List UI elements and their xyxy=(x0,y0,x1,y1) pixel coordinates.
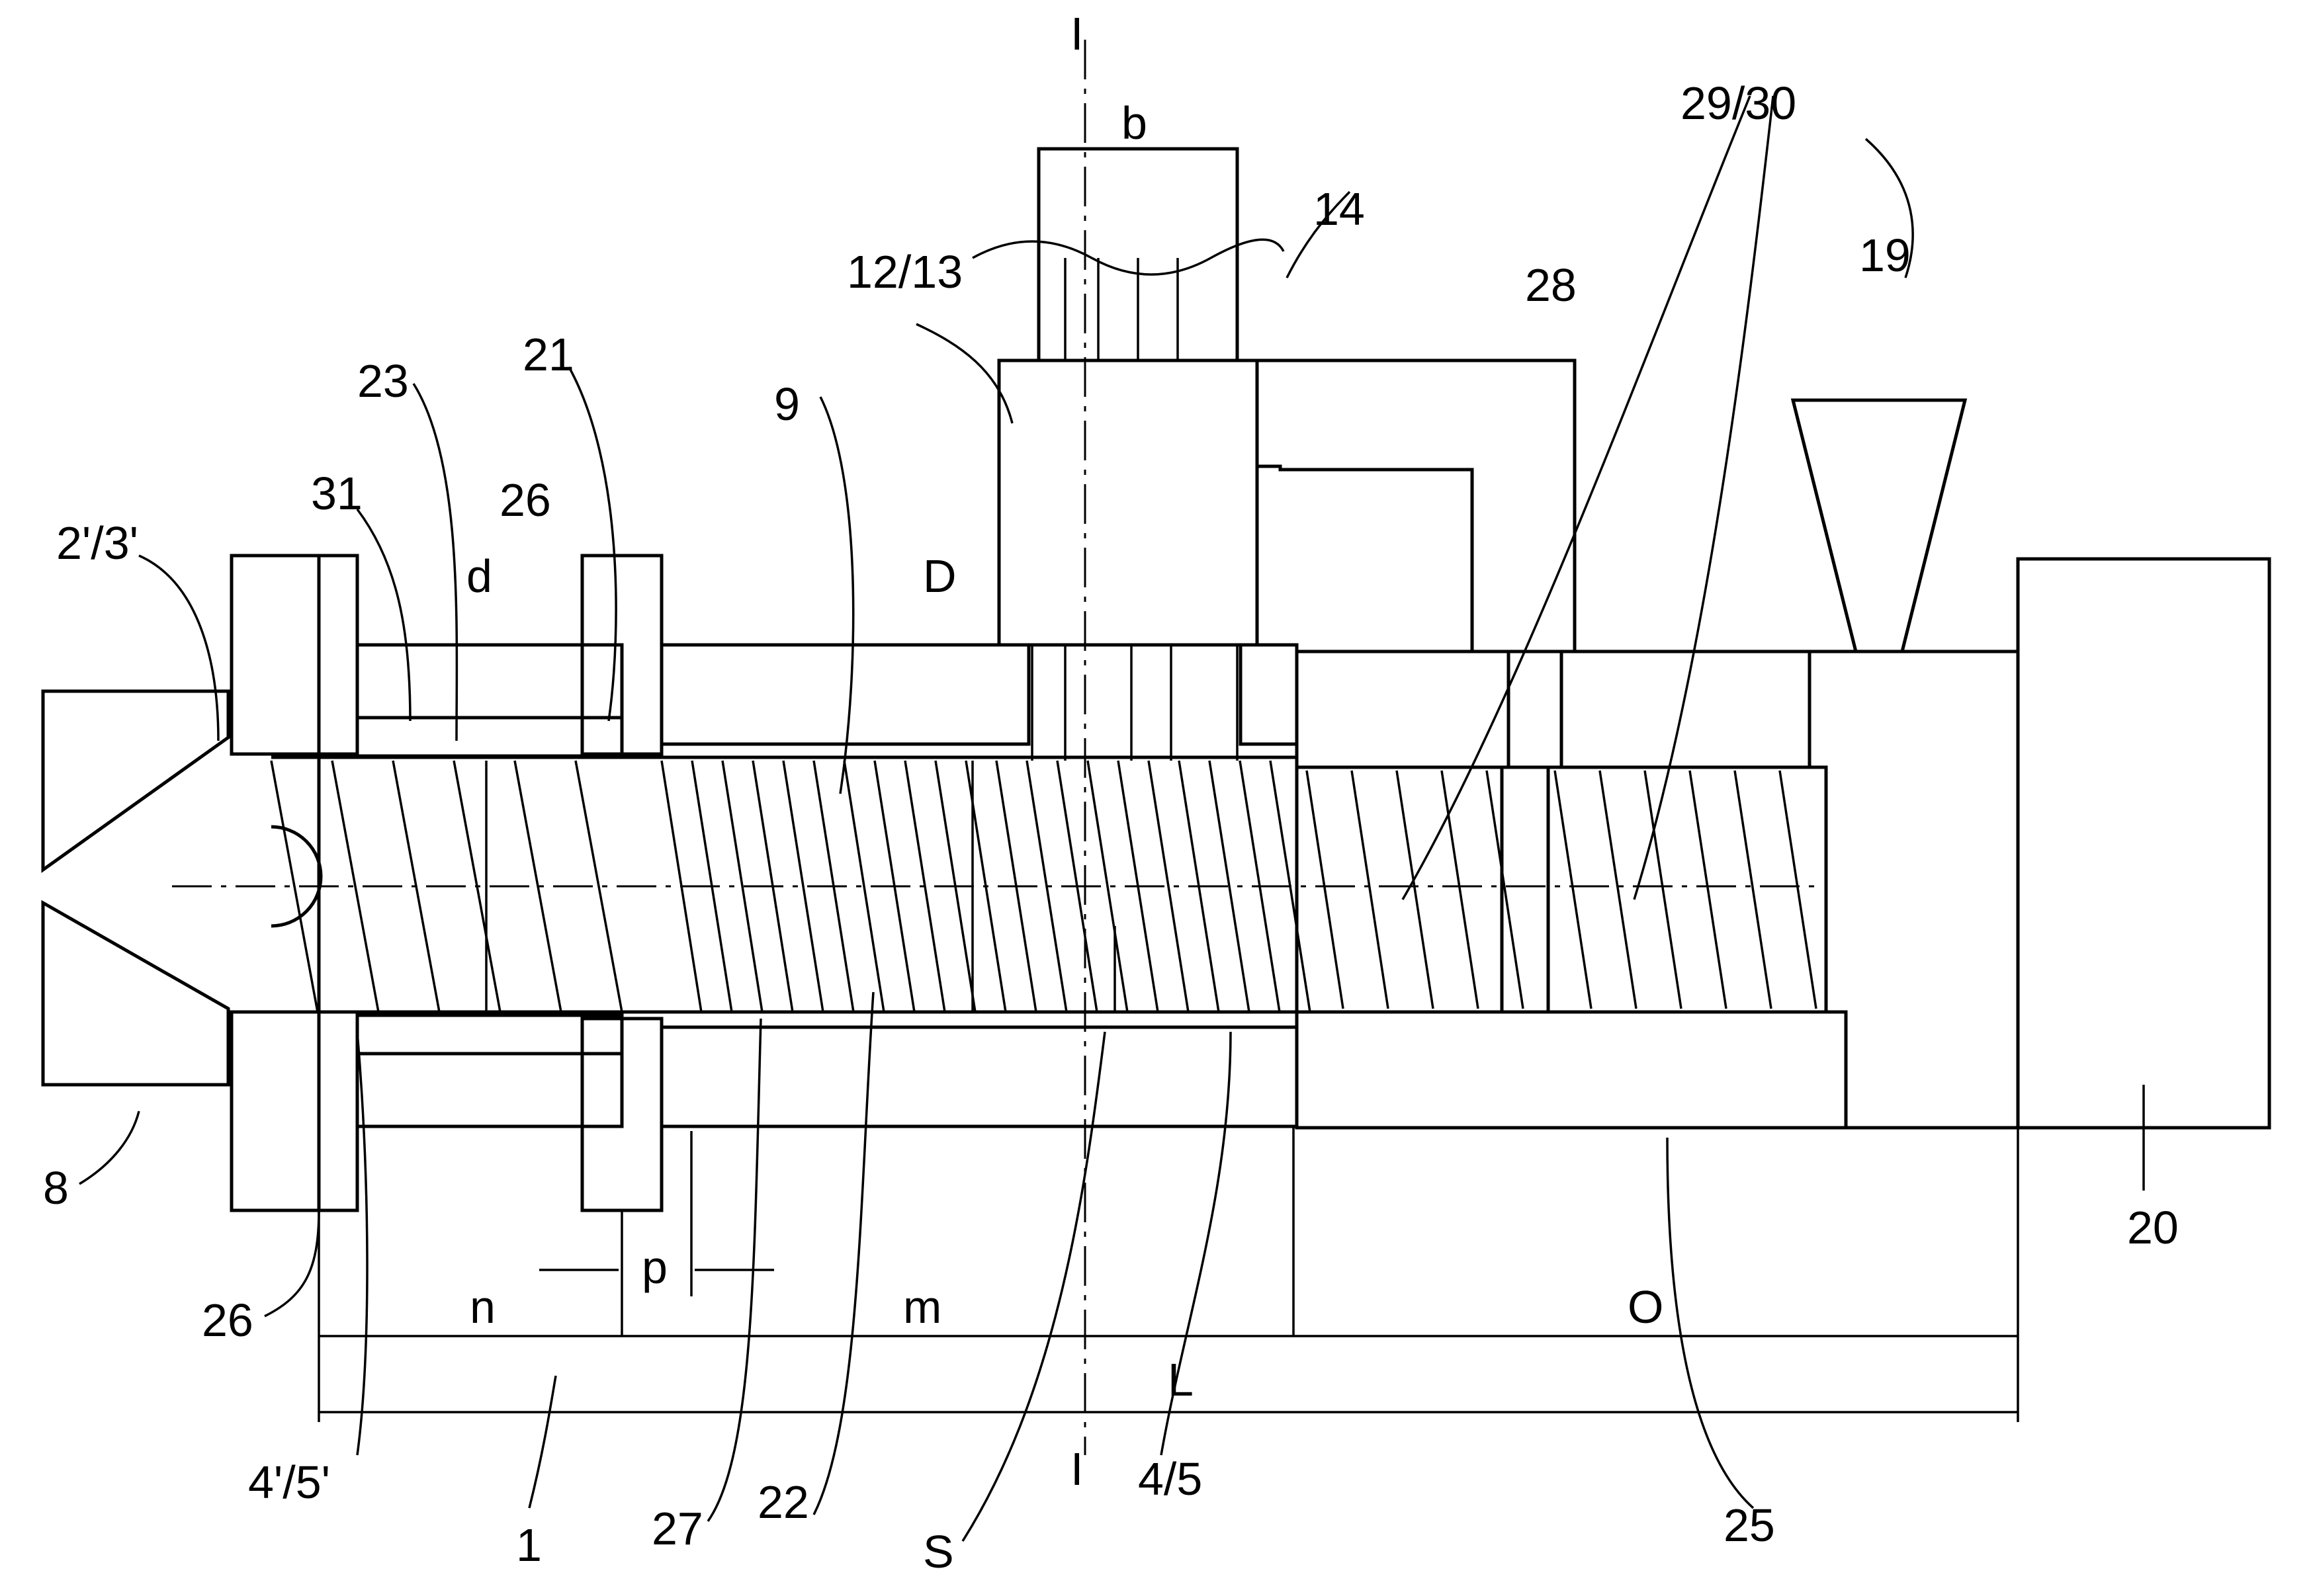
label-d: d xyxy=(466,550,492,602)
label-L: L xyxy=(1168,1354,1194,1406)
label-19: 19 xyxy=(1859,230,1911,281)
gear-housing xyxy=(1257,360,1575,651)
barrel-section-o xyxy=(1297,651,2018,1128)
label-26-bottom: 26 xyxy=(202,1294,253,1346)
label-section-bottom: I xyxy=(1070,1443,1083,1495)
label-2-3: 2'/3' xyxy=(56,517,138,569)
hopper xyxy=(1793,400,1965,651)
label-20: 20 xyxy=(2127,1202,2179,1253)
label-26-top: 26 xyxy=(500,474,551,526)
label-12-13: 12/13 xyxy=(847,246,963,298)
label-S: S xyxy=(923,1526,954,1577)
label-8: 8 xyxy=(43,1162,69,1214)
drive-unit xyxy=(973,149,1284,761)
label-b: b xyxy=(1121,97,1147,149)
label-21: 21 xyxy=(523,329,574,380)
label-27: 27 xyxy=(652,1503,703,1554)
label-29-30: 29/30 xyxy=(1680,77,1796,129)
label-4-5: 4/5 xyxy=(1138,1453,1202,1505)
label-25: 25 xyxy=(1724,1499,1775,1551)
label-section-top: I xyxy=(1070,8,1083,60)
label-28: 28 xyxy=(1525,259,1577,311)
label-14: 14 xyxy=(1313,183,1365,235)
label-1: 1 xyxy=(516,1519,542,1571)
leader-lines xyxy=(79,96,2144,1541)
nozzle-part xyxy=(43,691,321,1085)
label-O: O xyxy=(1628,1281,1663,1333)
label-22: 22 xyxy=(758,1476,809,1528)
motor-box xyxy=(2018,559,2269,1128)
label-m: m xyxy=(903,1281,941,1333)
label-9: 9 xyxy=(774,378,800,430)
label-p: p xyxy=(642,1241,668,1293)
label-n: n xyxy=(470,1281,496,1333)
diagram-labels: I I b 29/30 14 12/13 28 19 23 21 9 31 26… xyxy=(43,8,2179,1577)
label-4-5-prime: 4'/5' xyxy=(248,1456,330,1508)
label-23: 23 xyxy=(357,355,409,407)
label-31: 31 xyxy=(311,468,363,519)
screw xyxy=(271,757,1826,1012)
label-D: D xyxy=(923,550,957,602)
